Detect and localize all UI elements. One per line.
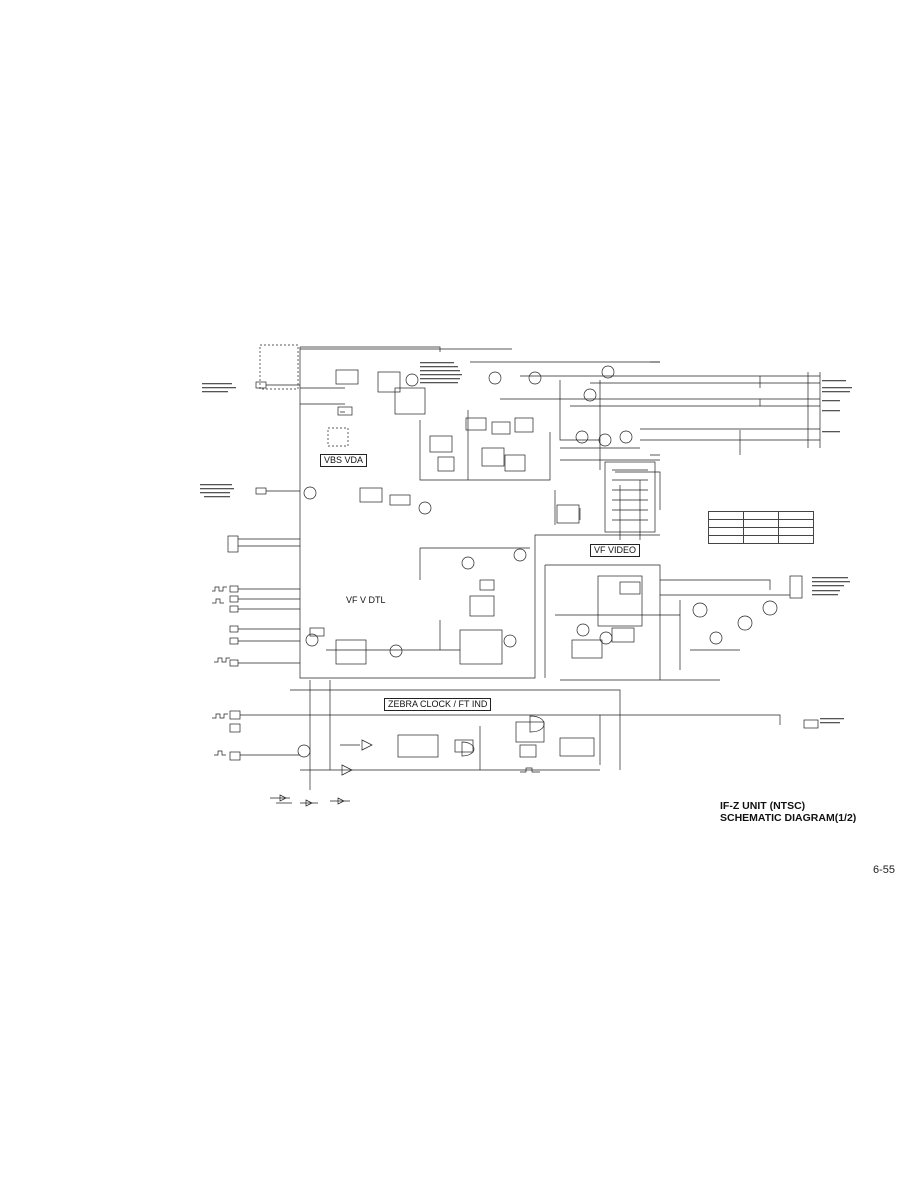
diagram-title-line1: IF-Z UNIT (NTSC): [720, 800, 806, 812]
block-label-zebra-clock: ZEBRA CLOCK / FT IND: [384, 698, 492, 711]
block-label-vf-v-dtl: VF V DTL: [343, 595, 389, 606]
page-number: 6-55: [873, 864, 896, 876]
block-label-vf-video: VF VIDEO: [590, 544, 641, 557]
block-label-vbs-vda: VBS VDA: [320, 454, 368, 467]
diagram-title-line2: SCHEMATIC DIAGRAM(1/2): [720, 812, 857, 824]
parts-table: [708, 511, 814, 544]
